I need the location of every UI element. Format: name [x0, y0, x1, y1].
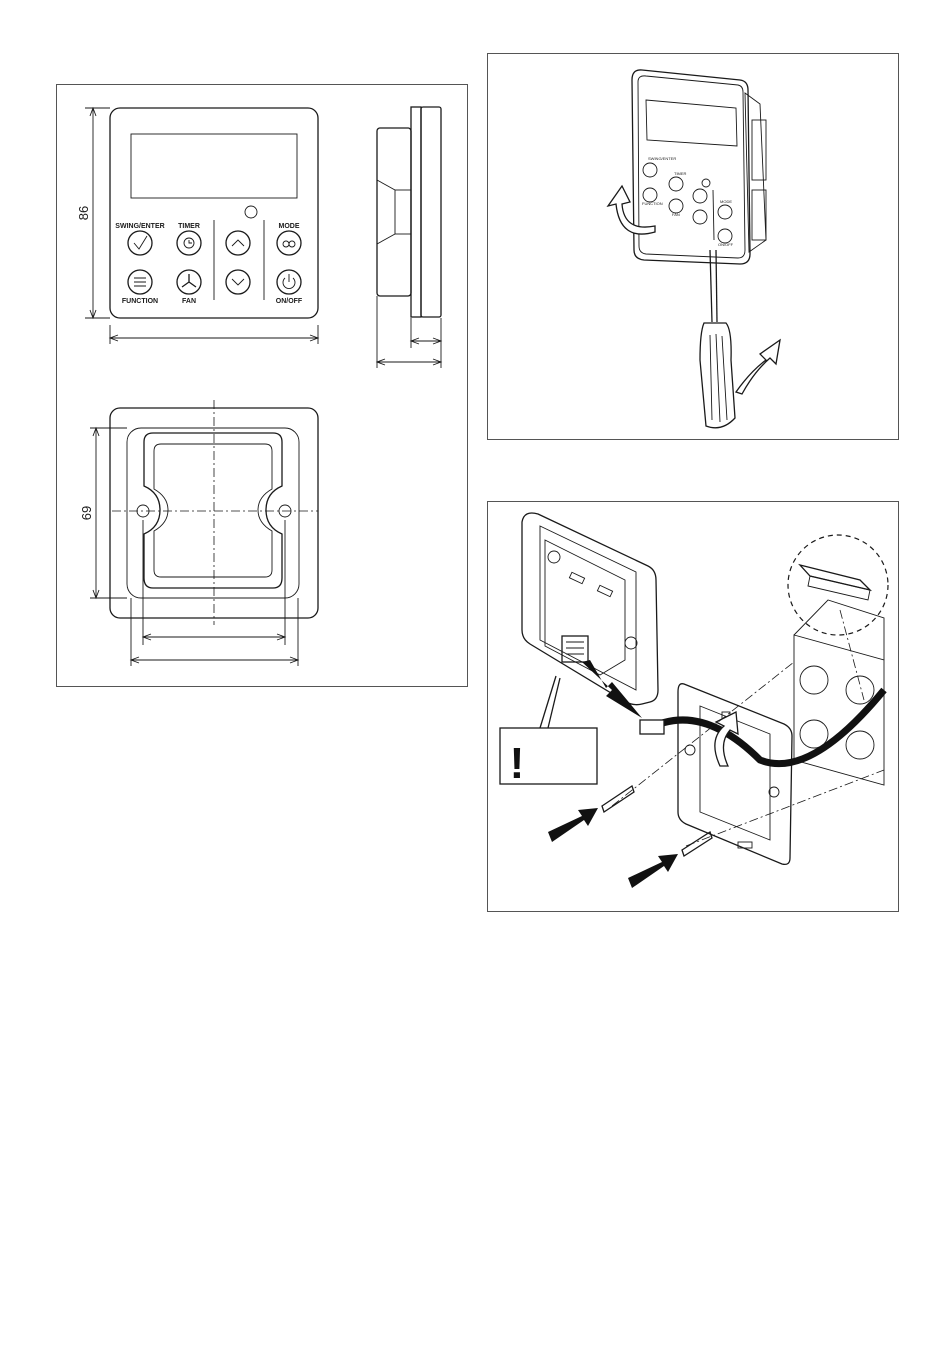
screw-top-icon — [602, 786, 634, 812]
screw-bottom-arrow-icon — [628, 854, 678, 888]
mounting-plate — [678, 684, 792, 865]
controller-back-view — [522, 513, 658, 705]
screw-bottom-icon — [682, 832, 712, 856]
connector-icon — [640, 720, 664, 734]
connector-arrow-icon — [582, 660, 642, 718]
screw-top-arrow-icon — [548, 808, 598, 842]
warning-icon: ! — [510, 739, 525, 788]
detail-circle — [788, 535, 888, 635]
